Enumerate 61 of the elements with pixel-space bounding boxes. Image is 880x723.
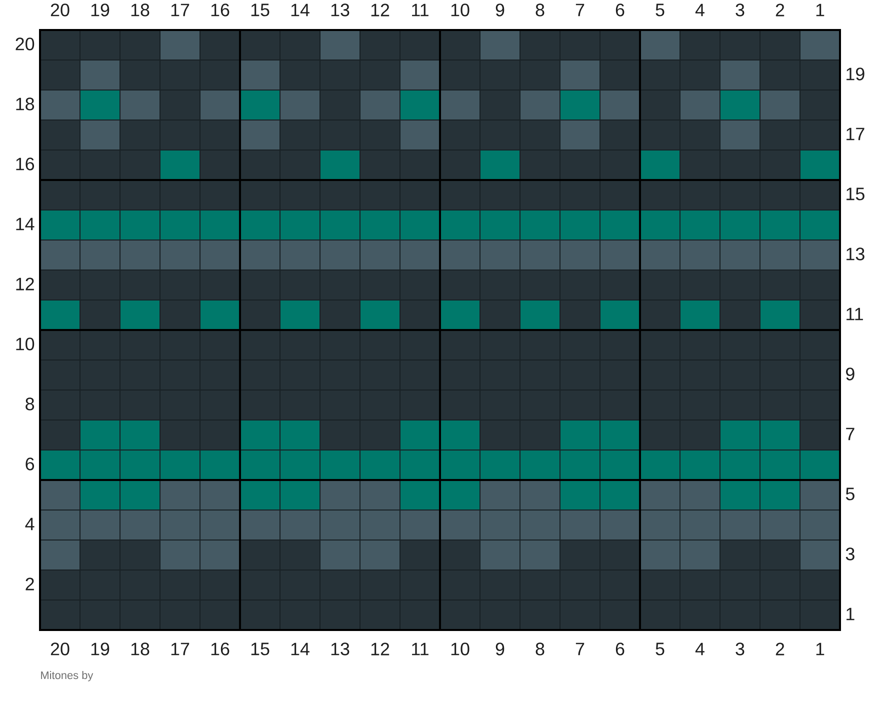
column-number: 14 bbox=[291, 4, 310, 16]
row-number: 8 bbox=[26, 398, 34, 410]
column-number: 12 bbox=[371, 4, 390, 16]
row-number: 19 bbox=[846, 68, 864, 80]
row-number: 15 bbox=[846, 188, 864, 200]
column-number: 19 bbox=[91, 4, 110, 16]
column-number: 17 bbox=[171, 4, 190, 16]
column-number: 11 bbox=[412, 4, 428, 16]
row-number: 7 bbox=[846, 428, 854, 440]
column-number: 3 bbox=[736, 4, 744, 16]
column-number: 9 bbox=[496, 642, 504, 656]
column-number: 16 bbox=[211, 4, 230, 16]
row-number: 4 bbox=[25, 518, 34, 530]
column-number: 8 bbox=[536, 4, 544, 16]
column-number: 5 bbox=[656, 4, 664, 16]
row-number: 9 bbox=[846, 368, 854, 380]
column-number: 18 bbox=[131, 642, 150, 656]
row-number: 3 bbox=[846, 548, 854, 560]
row-number: 6 bbox=[26, 458, 34, 470]
column-number: 6 bbox=[616, 642, 624, 656]
column-number: 20 bbox=[50, 4, 70, 16]
column-number: 12 bbox=[371, 642, 390, 656]
column-number: 19 bbox=[91, 642, 110, 656]
column-number: 13 bbox=[331, 642, 350, 656]
row-number: 14 bbox=[16, 218, 34, 230]
column-number: 4 bbox=[695, 4, 704, 16]
column-number: 14 bbox=[291, 642, 310, 656]
column-number: 7 bbox=[576, 4, 584, 16]
row-number: 2 bbox=[26, 578, 34, 590]
column-number: 7 bbox=[576, 642, 584, 656]
column-number: 10 bbox=[451, 642, 470, 656]
column-number: 17 bbox=[171, 642, 190, 656]
column-number: 9 bbox=[496, 4, 504, 16]
column-number: 5 bbox=[656, 642, 664, 656]
row-number: 5 bbox=[846, 488, 854, 500]
row-number: 17 bbox=[846, 128, 864, 140]
row-number: 20 bbox=[16, 38, 34, 50]
column-number: 11 bbox=[412, 642, 428, 656]
row-number: 18 bbox=[16, 98, 34, 110]
row-number: 10 bbox=[16, 338, 34, 350]
column-number: 15 bbox=[251, 642, 270, 656]
row-number: 16 bbox=[16, 158, 34, 170]
column-number: 8 bbox=[536, 642, 544, 656]
column-number: 2 bbox=[776, 4, 784, 16]
row-number: 11 bbox=[846, 308, 863, 320]
footer-note: Mitones by bbox=[41, 671, 94, 682]
column-number: 13 bbox=[331, 4, 350, 16]
column-number: 6 bbox=[616, 4, 624, 16]
column-number: 2 bbox=[776, 642, 784, 656]
row-number: 12 bbox=[16, 278, 34, 290]
column-number: 16 bbox=[211, 642, 230, 656]
column-number: 3 bbox=[736, 642, 744, 656]
column-number: 15 bbox=[251, 4, 270, 16]
row-number: 1 bbox=[846, 608, 854, 620]
column-number: 1 bbox=[816, 642, 824, 656]
column-number: 1 bbox=[816, 4, 824, 16]
column-number: 4 bbox=[695, 642, 704, 656]
column-number: 20 bbox=[50, 642, 70, 656]
column-number: 18 bbox=[131, 4, 150, 16]
column-number: 10 bbox=[451, 4, 470, 16]
row-number: 13 bbox=[846, 248, 864, 260]
